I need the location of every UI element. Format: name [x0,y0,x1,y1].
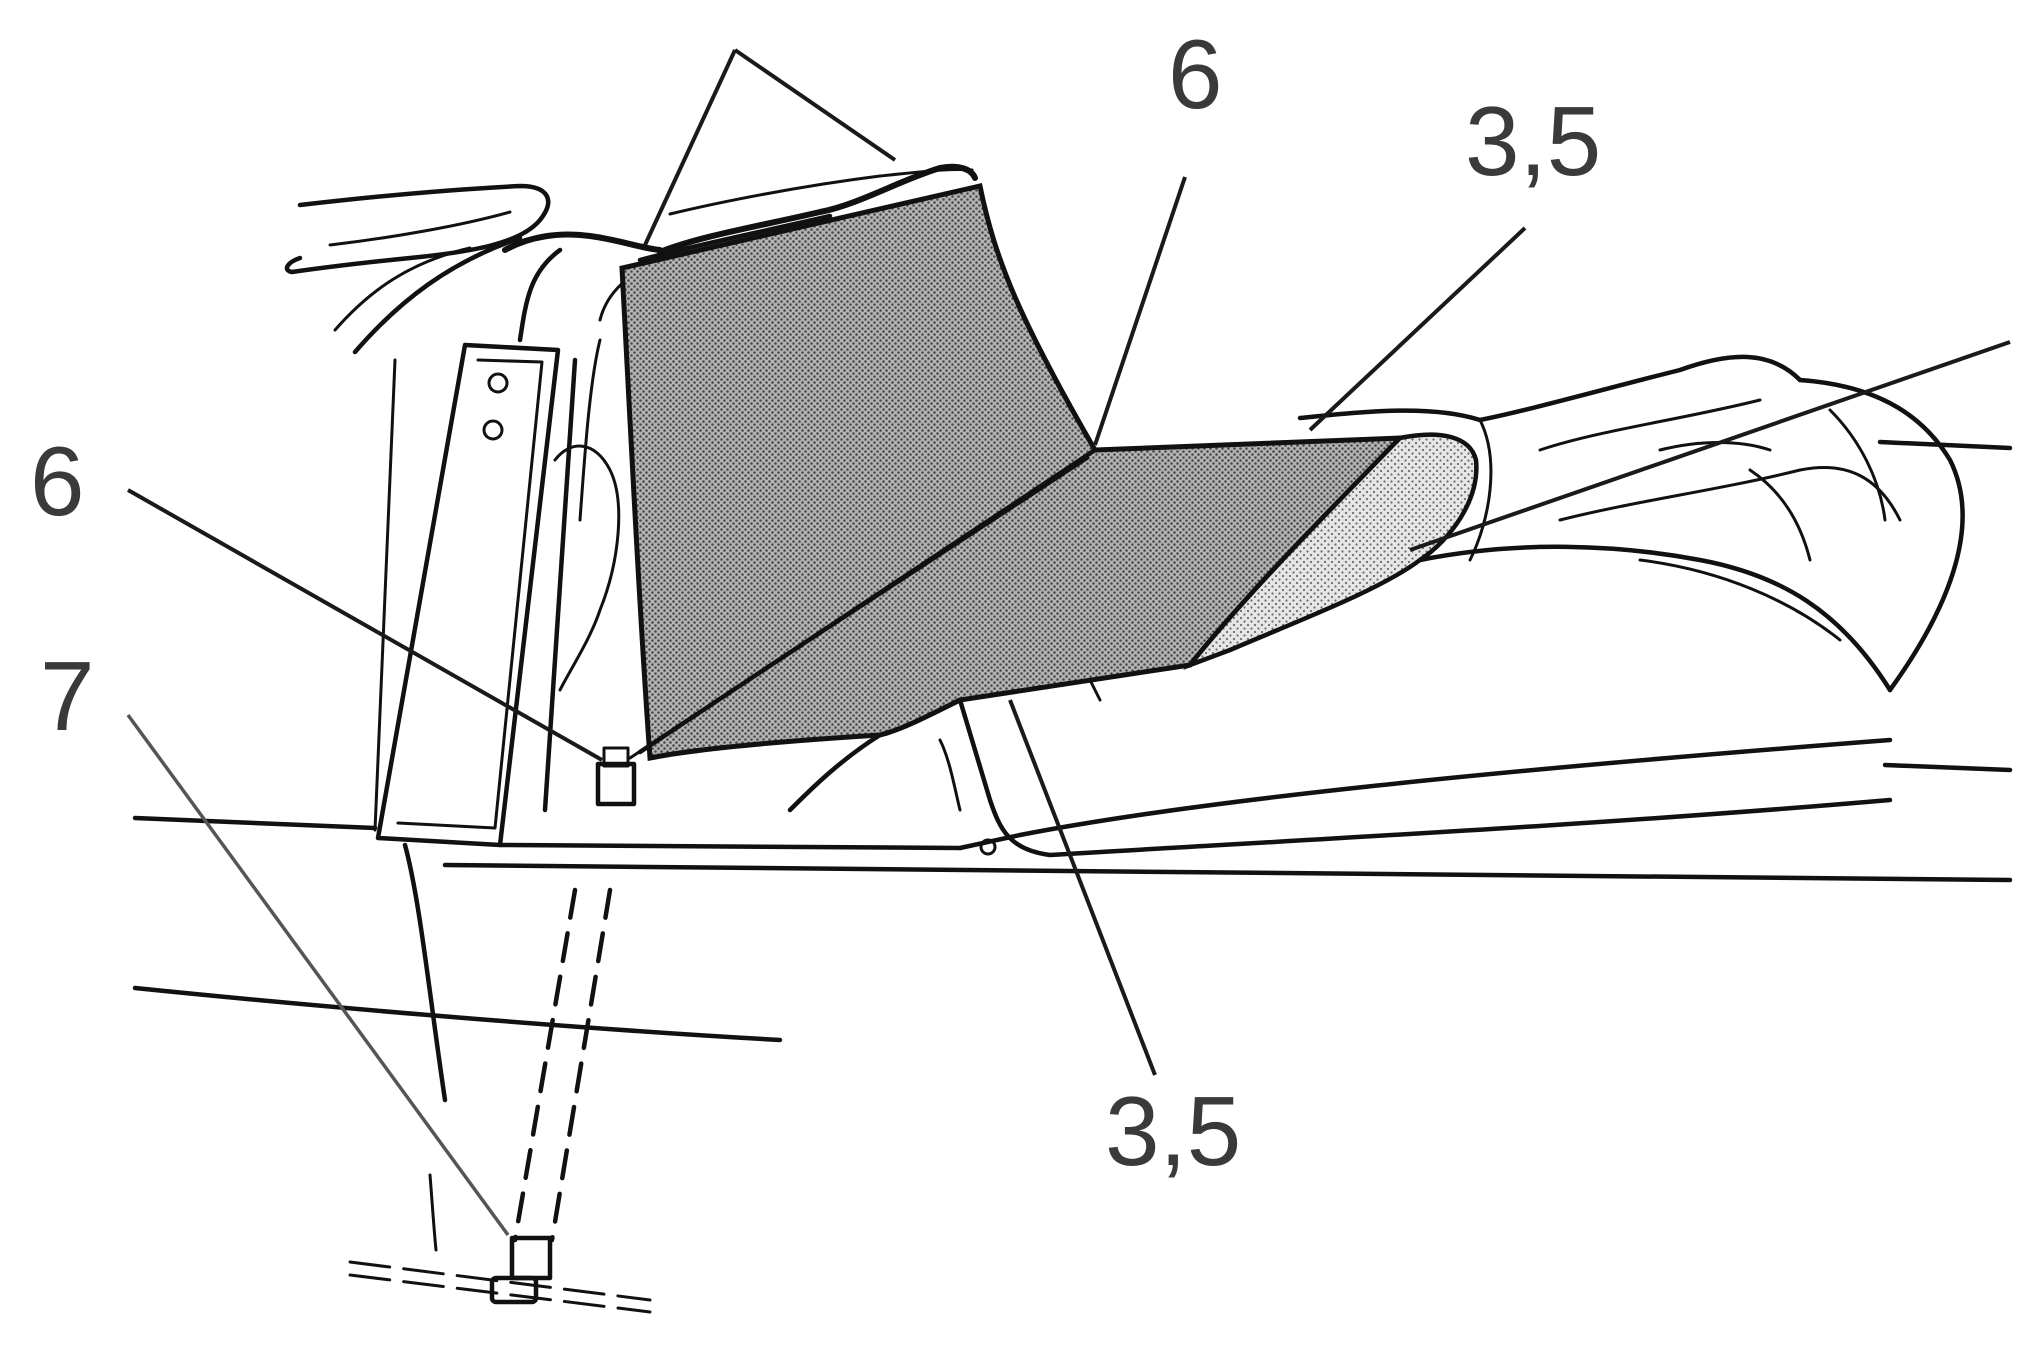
leader-lines [126,48,2011,1237]
front-hinge-bolt [595,746,637,807]
callout-label-6-left: 6 [30,426,85,536]
folded-cover-light [1183,432,1479,670]
windshield-frame [284,183,663,355]
soft-top-shaded [619,182,1407,762]
callout-label-7-left: 7 [40,641,95,751]
door-frame [373,338,621,848]
lower-body [132,842,783,1314]
body-side-lines [132,439,2013,883]
tonneau-cover [1297,354,1965,693]
callout-label-6-top: 6 [1168,19,1223,129]
callout-label-3-5-top: 3,5 [1465,86,1601,196]
callout-label-3-5-bottom: 3,5 [1105,1076,1241,1186]
